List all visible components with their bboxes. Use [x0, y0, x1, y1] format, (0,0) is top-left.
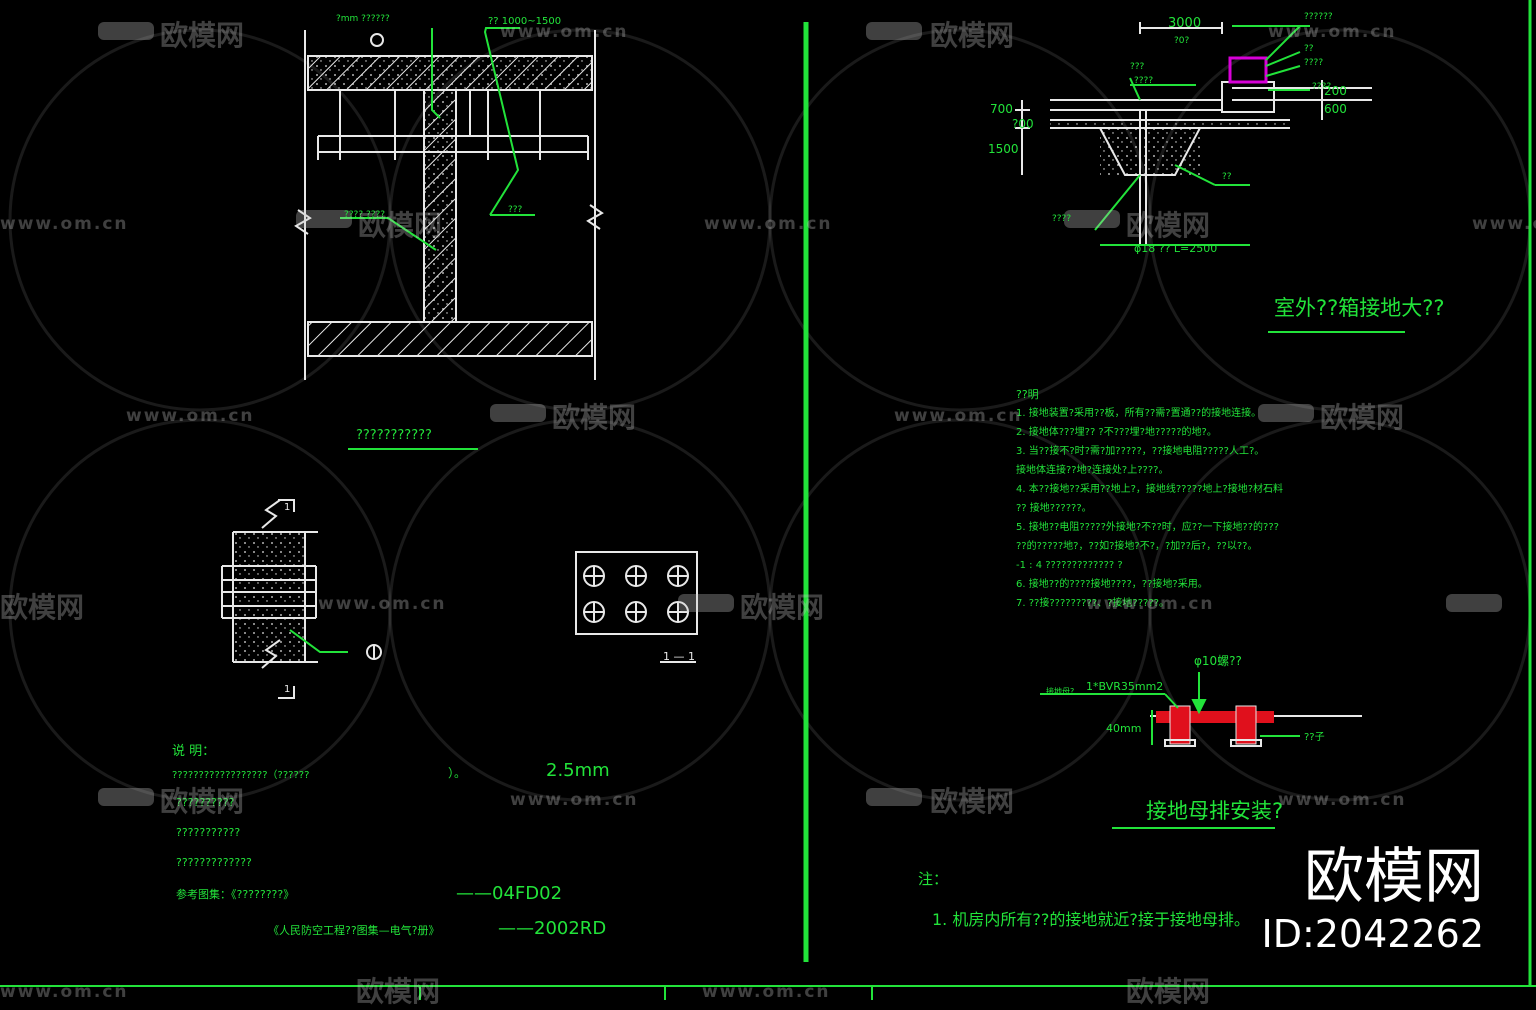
watermark-brand: 欧模网: [1126, 209, 1211, 242]
ground-detail-title: 室外??箱接地大??: [1274, 296, 1445, 320]
watermark-brand: 欧模网: [160, 19, 245, 52]
busbar-left-label: 接地母?: [1046, 687, 1075, 696]
list-item: 5. 接地??电阻?????外接地?不??时，应??一下接地??的???: [1016, 522, 1279, 533]
title-block-strip: [0, 985, 1536, 1000]
list-item: 3. 当??接不?时?需?加?????，??接地电阻?????人工?。: [1016, 446, 1265, 457]
left-notes-line4: ?????????????: [176, 856, 252, 869]
wall-spacing-note: ?? 1000~1500: [488, 16, 562, 27]
watermark-logo-icons: [98, 22, 1502, 806]
bolt-plate: [575, 551, 698, 663]
watermark-url: www.om.cn: [1472, 214, 1536, 234]
wall-side-note: ???? ????: [344, 210, 386, 220]
brand-stamp-id: ID:2042262: [1261, 912, 1484, 956]
busbar-title: 接地母排安装?: [1146, 799, 1284, 823]
watermark-url: www.om.cn: [318, 594, 447, 614]
wall-penetration-detail: [221, 499, 382, 699]
rod-spec: φ18 ?? L=2500: [1134, 242, 1218, 255]
box-label-2: ??: [1304, 44, 1314, 54]
list-item: 4. 本??接地??采用??地上?，接地线?????地上?接地?材石料: [1016, 484, 1284, 495]
dim-200: 200: [1324, 84, 1347, 98]
watermark-brand: 欧模网: [1320, 401, 1405, 434]
soil-label: ????: [1312, 82, 1332, 92]
dim-1500: 1500: [988, 142, 1019, 156]
brand-stamp-name: 欧模网: [1304, 842, 1484, 912]
left-notes-line1-tail: ）。: [448, 766, 467, 780]
watermark-brand: 欧模网: [930, 19, 1015, 52]
list-item: ??的?????地?，??如?接地?不?，?加??后?，??以??。: [1016, 541, 1258, 552]
left-notes-line5: 参考图集：《????????》: [176, 888, 295, 901]
fill-label: ??: [1222, 172, 1232, 182]
left-notes-code2: ——2002RD: [498, 918, 607, 939]
watermark-brand: 欧模网: [160, 785, 245, 818]
watermark-url: www.om.cn: [0, 982, 129, 1002]
watermark-url: www.om.cn: [0, 214, 129, 234]
left-notes-heading: 说 明：: [172, 744, 216, 759]
watermark-brand: 欧模网: [552, 401, 637, 434]
list-item: 7. ??接?????????、?接地?????。: [1016, 598, 1169, 609]
list-item: 2. 接地体???埋?? ?不???埋?地?????的地?。: [1016, 427, 1217, 438]
watermark-brand: 欧模网: [740, 591, 825, 624]
watermark-url: www.om.cn: [126, 406, 255, 426]
list-item: ?? 接地??????。: [1016, 503, 1092, 514]
list-item: 6. 接地??的????接地????，??接地?采用。: [1016, 579, 1208, 590]
watermark-url: www.om.cn: [894, 406, 1023, 426]
watermark-brand: 欧模网: [358, 209, 443, 242]
busbar-cable-label: 1*BVR35mm2: [1086, 680, 1164, 693]
wall-note: ???: [508, 205, 523, 215]
left-label-2: ????: [1134, 76, 1154, 86]
dim-top: 3000: [1168, 16, 1202, 31]
busbar-height-label: 40mm: [1106, 722, 1142, 735]
watermark-brand: 欧模网: [0, 591, 85, 624]
left-notes-line3: ???????????: [176, 826, 241, 839]
dim-600: 600: [1324, 102, 1347, 116]
bottom-label: ????: [1052, 214, 1072, 224]
watermark-brand: 欧模网: [930, 785, 1015, 818]
right-notes-heading: ??明: [1016, 388, 1039, 401]
watermark-url: www.om.cn: [1086, 594, 1215, 614]
box-label-3: ????: [1304, 58, 1324, 68]
busbar-bolt-label: φ10螺??: [1194, 654, 1242, 668]
watermark-url: www.om.cn: [702, 982, 831, 1002]
left-notes-code1: ——04FD02: [456, 883, 563, 904]
watermark-url: www.om.cn: [500, 22, 629, 42]
left-notes-thickness: 2.5mm: [546, 760, 610, 781]
left-notes-line6: 《人民防空工程??图集—电气?册》: [268, 924, 440, 937]
section-mark-top: 1: [284, 502, 291, 513]
left-label-1: ???: [1130, 62, 1145, 72]
plate-section-label: 1 — 1: [663, 650, 695, 663]
dim-x00: ?00: [1012, 117, 1034, 131]
wall-section-title: ???????????: [356, 428, 432, 443]
watermark-url: www.om.cn: [704, 214, 833, 234]
bottom-note-item: 1. 机房内所有??的接地就近?接于接地母排。: [932, 910, 1250, 929]
dim-700: 700: [990, 102, 1013, 116]
box-label-1: ??????: [1304, 12, 1333, 22]
ground-box-drawing: [1015, 22, 1405, 333]
wall-section-drawing: [294, 27, 604, 450]
list-item: 1. 接地装置?采用??板，所有??需?置通??的接地连接。: [1016, 408, 1262, 419]
right-notes-list: 1. 接地装置?采用??板，所有??需?置通??的接地连接。 2. 接地体???…: [1016, 404, 1316, 613]
left-notes-line2: ??????????: [176, 796, 235, 809]
list-item: 接地体连接??地?连接处?上????。: [1016, 465, 1169, 476]
section-mark-bottom: 1: [284, 684, 291, 695]
list-item: -1 : 4 ????????????? ?: [1016, 560, 1123, 571]
busbar-right-label: ??子: [1304, 732, 1325, 743]
watermark-url: www.om.cn: [510, 790, 639, 810]
wall-top-note: ?mm ??????: [336, 14, 390, 24]
left-notes-line1: ??????????????????（??????: [172, 770, 310, 781]
watermark-brand: 欧模网: [1126, 975, 1211, 1008]
watermark-url: www.om.cn: [1278, 790, 1407, 810]
watermark-brand: 欧模网: [356, 975, 441, 1008]
detail-leader: [289, 629, 348, 653]
dim-sub: ?0?: [1174, 36, 1190, 46]
busbar-drawing: [1040, 672, 1362, 829]
bottom-note-heading: 注：: [918, 870, 949, 888]
watermark-url: www.om.cn: [1268, 22, 1397, 42]
